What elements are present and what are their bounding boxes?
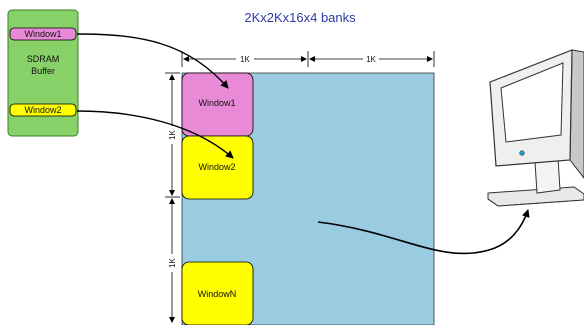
row-dimensions: 1K 1K (165, 72, 180, 323)
buffer-window1 (9, 27, 77, 41)
diagram-title: 2Kx2Kx16x4 banks (244, 10, 356, 25)
buffer-window1-label: Window1 (24, 29, 61, 39)
sdram-buffer-label: SDRAM (27, 54, 60, 64)
window2-mapping-arrow (76, 110, 234, 159)
sdram-buffer: SDRAM Buffer Window1 Window2 (7, 9, 79, 137)
bank-window1: Window1 (181, 72, 254, 137)
column-dimension-label-1: 1K (240, 55, 250, 64)
bank-window2: Window2 (181, 135, 254, 200)
computer-monitor-icon (487, 49, 584, 207)
buffer-window2 (9, 103, 77, 117)
sdram-buffer-label-2: Buffer (31, 66, 55, 76)
bank-window2-label: Window2 (198, 162, 235, 172)
window1-mapping-arrow (76, 33, 229, 89)
column-dimension-label-2: 1K (366, 55, 376, 64)
display-output-arrow (317, 209, 530, 255)
row-dimension-label-1: 1K (168, 129, 177, 139)
bank-window1-label: Window1 (198, 98, 235, 108)
bank-windown-label: WindowN (198, 289, 237, 299)
column-dimensions: 1K 1K (181, 51, 435, 67)
bank-windown: WindowN (181, 261, 254, 325)
row-dimension-label-2: 1K (168, 257, 177, 267)
buffer-window2-label: Window2 (24, 105, 61, 115)
